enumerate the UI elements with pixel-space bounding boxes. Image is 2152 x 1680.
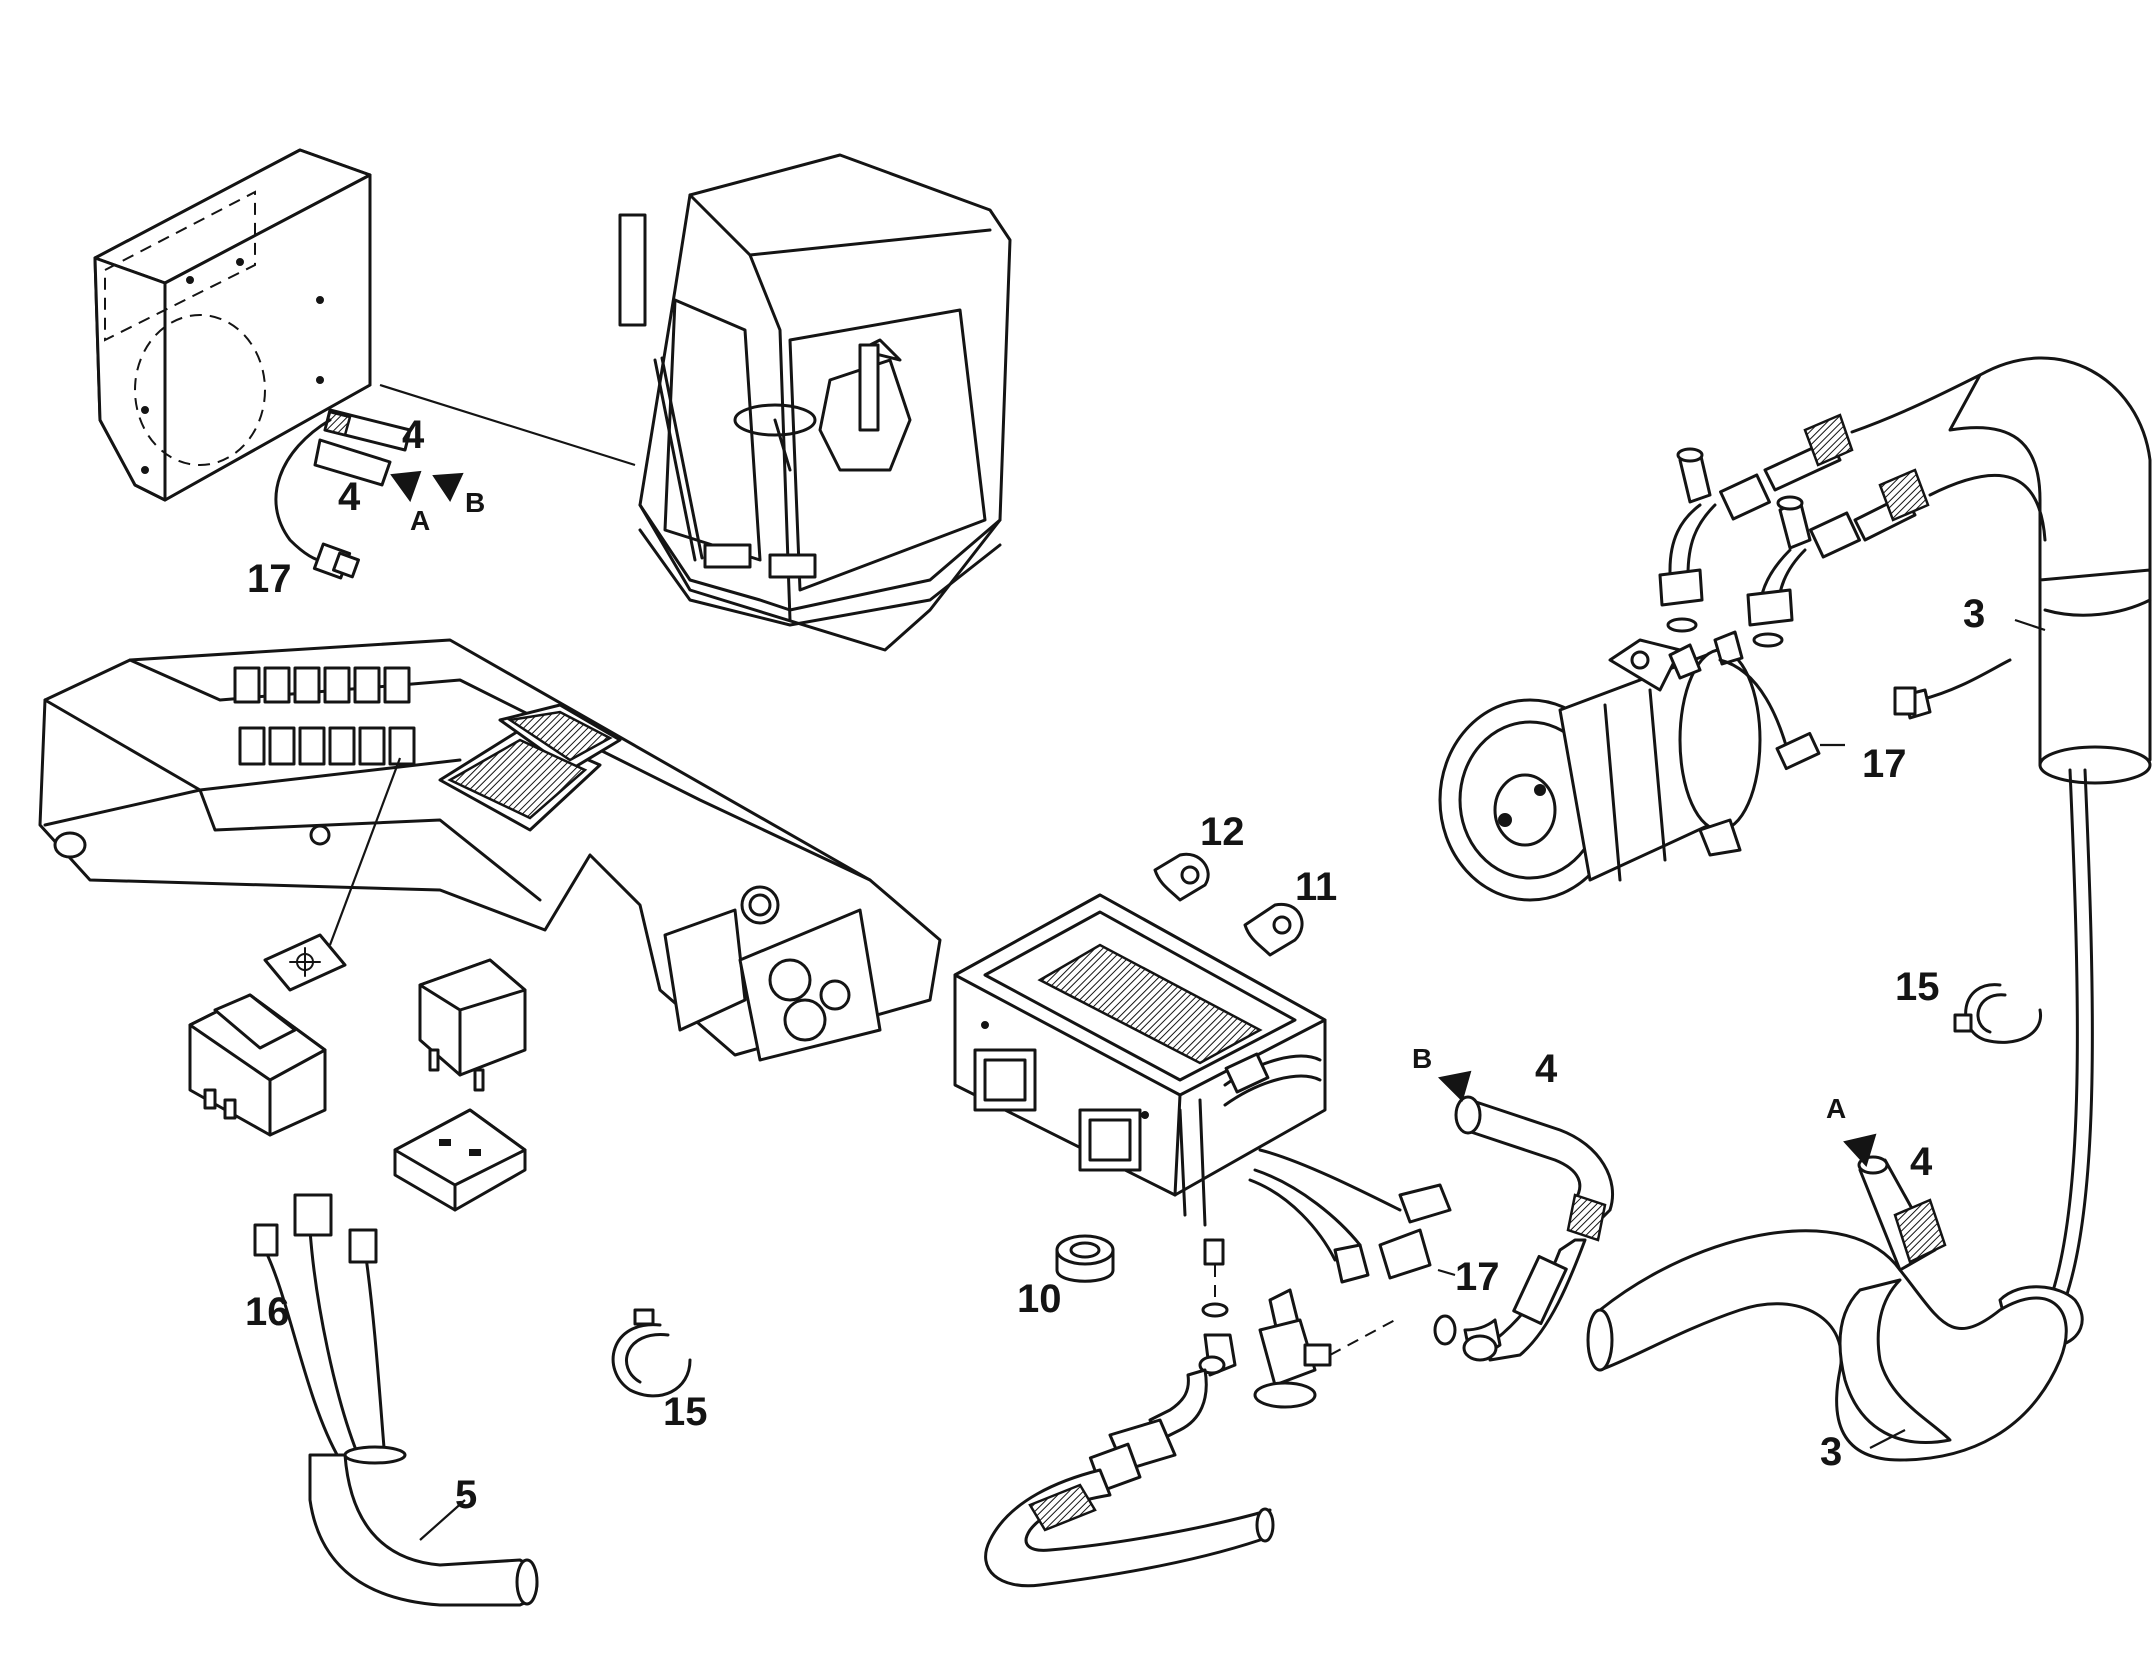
hose-clamp-left <box>611 1308 692 1398</box>
clamp-12 <box>1153 852 1210 902</box>
heater-hose-mid <box>1437 1070 1615 1362</box>
heater-unit <box>93 148 464 580</box>
operator-cab <box>618 153 1012 652</box>
heater-to-cab-leader <box>379 383 636 467</box>
hose-long-run <box>1998 768 2094 1347</box>
relay-socket <box>393 1108 527 1212</box>
fan-decal <box>263 933 347 992</box>
leader-3-bottom <box>1869 1429 1906 1449</box>
arrow-a-right-icon <box>1843 1133 1877 1167</box>
label-4-lower: 4 <box>338 475 361 519</box>
switch-leader <box>328 757 402 946</box>
dashboard-console <box>38 638 942 1062</box>
wiring-harness <box>253 1193 539 1607</box>
evaporator-unit <box>953 893 1452 1284</box>
arrow-b-mid-icon <box>1437 1070 1472 1102</box>
label-12: 12 <box>1200 810 1245 854</box>
label-5: 5 <box>455 1473 477 1517</box>
insulating-tape <box>1055 1234 1115 1283</box>
hose-sleeve-lower <box>1586 1133 2068 1462</box>
label-17-evaporator: 17 <box>1455 1255 1500 1299</box>
label-17-compressor: 17 <box>1862 742 1907 786</box>
label-a-upper: A <box>410 505 430 536</box>
switch-panel <box>233 666 416 766</box>
label-b-mid: B <box>1412 1043 1432 1074</box>
label-b-upper: B <box>465 487 485 518</box>
hose-sleeve-top <box>1928 356 2152 785</box>
label-10: 10 <box>1017 1277 1062 1321</box>
harness-sleeve <box>308 1453 539 1607</box>
leader-17-evaporator <box>1437 1268 1456 1277</box>
arrow-a-icon <box>390 470 422 503</box>
compressor-harness <box>1893 658 2012 720</box>
relay <box>418 958 527 1092</box>
label-16: 16 <box>245 1290 290 1334</box>
label-a-right: A <box>1826 1093 1846 1124</box>
leader-5 <box>419 1499 466 1541</box>
discharge-pipes <box>1658 373 1982 648</box>
expansion-valve <box>1201 1238 1457 1409</box>
label-3-bottom: 3 <box>1820 1430 1842 1474</box>
rocker-switch <box>188 993 327 1137</box>
ac-compressor <box>1438 630 1821 902</box>
label-15-left: 15 <box>663 1390 708 1434</box>
clamp-11 <box>1243 902 1304 957</box>
reference-labels: 4 4 A B 17 3 17 12 11 15 B 4 A 4 17 10 1… <box>245 413 1985 1517</box>
hose-clamp-right <box>1953 983 2042 1044</box>
label-3-top: 3 <box>1963 592 1985 636</box>
label-4-upper: 4 <box>402 413 425 457</box>
leader-3-top <box>2014 618 2046 632</box>
label-4-mid: 4 <box>1535 1047 1558 1091</box>
suction-hose <box>984 1333 1275 1588</box>
arrow-b-icon <box>432 472 464 503</box>
label-15-right: 15 <box>1895 965 1940 1009</box>
label-4-right: 4 <box>1910 1140 1933 1184</box>
label-17-heater: 17 <box>247 557 292 601</box>
label-11: 11 <box>1295 865 1337 909</box>
